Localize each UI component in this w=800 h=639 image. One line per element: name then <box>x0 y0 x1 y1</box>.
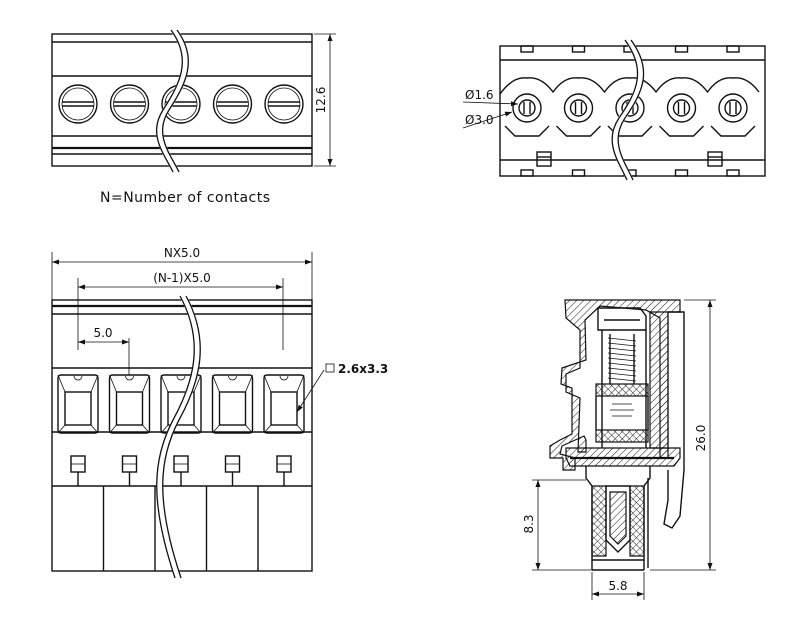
wire-hole <box>563 93 594 123</box>
side-section-view: 26.0 8.3 5.8 <box>522 299 716 600</box>
front-view-outline <box>51 33 313 167</box>
screw-head <box>109 84 150 124</box>
screw-heads <box>58 84 304 124</box>
pitch-label: 5.0 <box>93 326 112 340</box>
latch-tab <box>536 151 552 167</box>
contact-opening <box>263 374 305 434</box>
wire-hole <box>718 93 748 123</box>
contact-cells <box>57 374 305 571</box>
screw-head <box>264 84 304 124</box>
front-height-label: 12.6 <box>314 87 328 114</box>
screw-head <box>58 84 98 124</box>
clamp-base <box>595 429 649 443</box>
wire-hole <box>666 93 697 123</box>
pin-width-label: 5.8 <box>608 579 627 593</box>
total-width-label: NX5.0 <box>164 246 200 260</box>
bottom-view-outline <box>51 299 313 572</box>
contacts-note: N=Number of contacts <box>100 190 271 206</box>
screw-head <box>597 307 647 331</box>
front-view: 12.6 <box>51 27 336 174</box>
screw-thread <box>607 334 637 384</box>
housing-wall <box>649 311 669 449</box>
pin-size-label: 2.6x3.3 <box>338 362 388 376</box>
pitch-span-label: (N-1)X5.0 <box>153 271 211 285</box>
bottom-view: NX5.0 (N-1)X5.0 5.0 2.6x3.3 <box>51 246 388 580</box>
latch-tab <box>707 151 723 167</box>
top-view: Ø1.6 Ø3.0 <box>462 37 766 182</box>
contact-opening <box>160 374 202 434</box>
hole-large-label: Ø3.0 <box>465 113 494 127</box>
pin-contact <box>605 485 631 553</box>
hole-small-label: Ø1.6 <box>465 88 494 102</box>
pin-length-label: 8.3 <box>522 514 536 533</box>
clamp-plate <box>595 383 649 397</box>
contact-opening <box>108 374 151 434</box>
screw-head <box>212 84 253 124</box>
wire-holes <box>512 93 748 123</box>
pin-body <box>585 466 651 561</box>
latch-arm <box>663 311 685 529</box>
wire-hole <box>512 93 542 123</box>
wire-hole <box>615 93 645 123</box>
contact-opening <box>211 374 254 434</box>
contact-opening <box>57 374 99 434</box>
side-height-label: 26.0 <box>694 425 708 452</box>
